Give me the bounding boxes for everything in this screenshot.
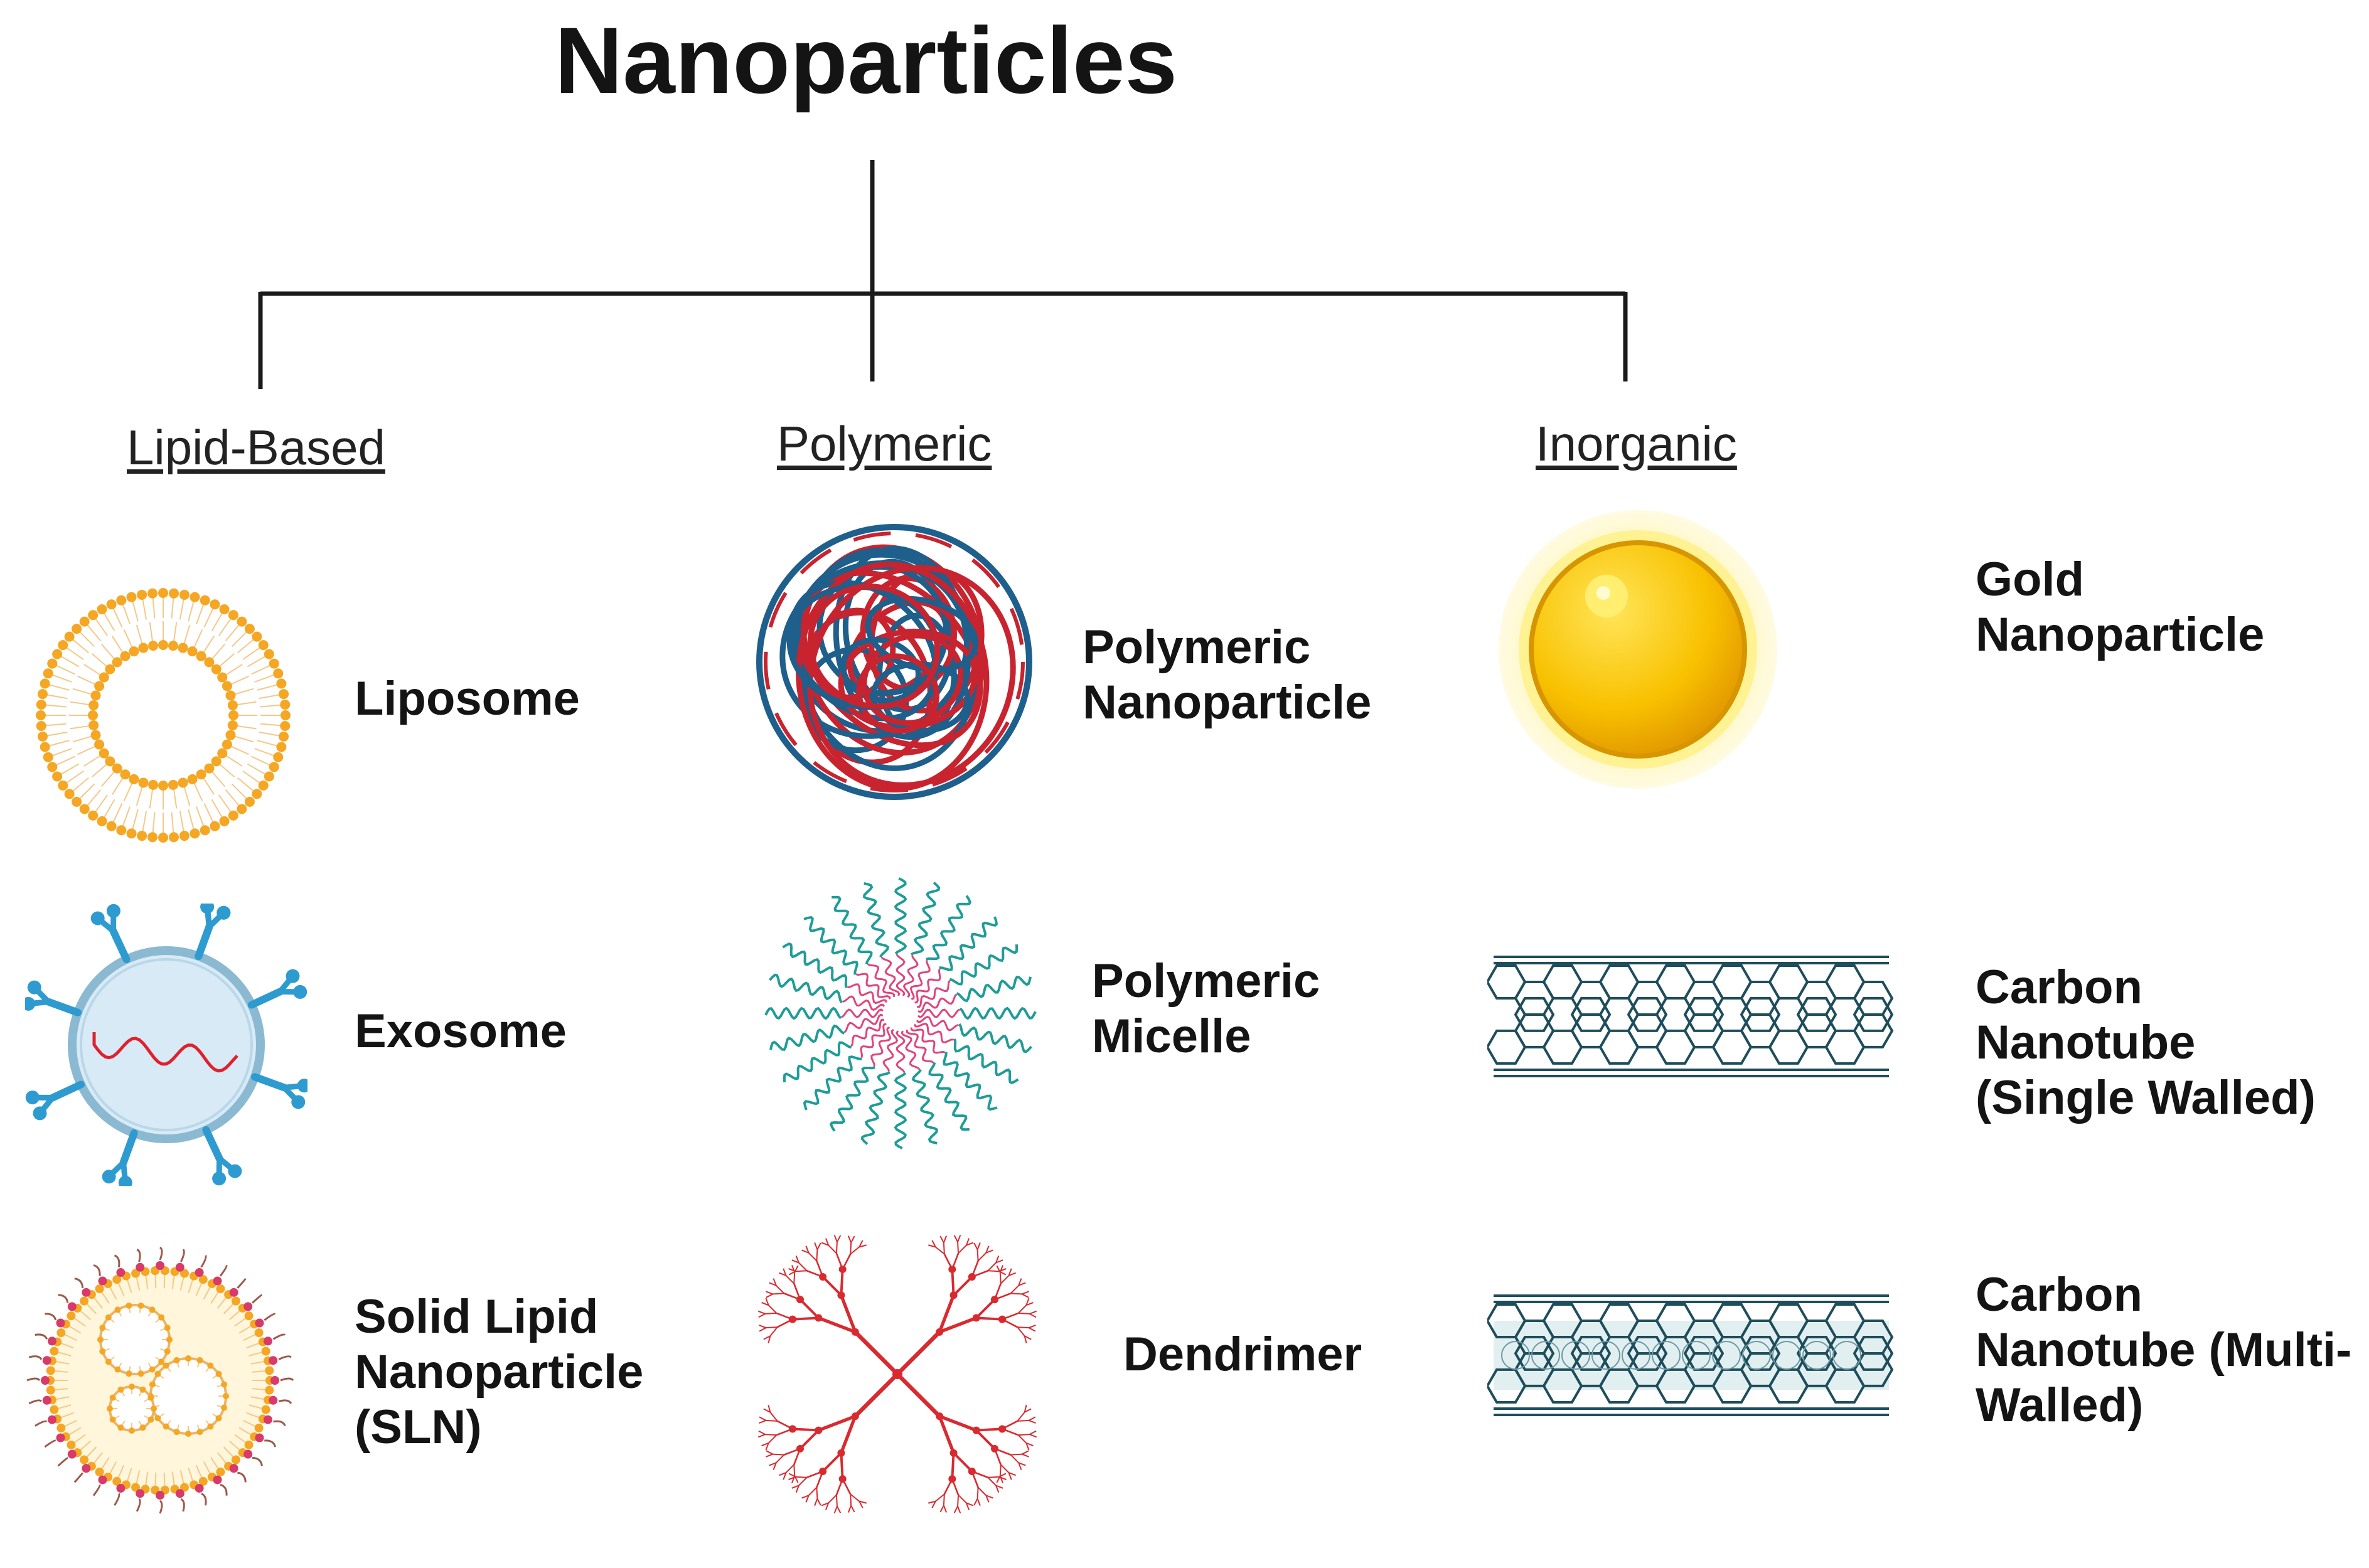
- carbon-nanotube-multi-icon: [1487, 1294, 1894, 1416]
- label-carbon-nanotube-multi: Carbon Nanotube (Multi- Walled): [1976, 1267, 2351, 1433]
- label-polymeric-micelle: Polymeric Micelle: [1092, 954, 1320, 1064]
- label-pnp-line-2: Nanoparticle: [1083, 676, 1372, 729]
- liposome-icon: [36, 588, 291, 843]
- label-gold-nanoparticle: Gold Nanoparticle: [1976, 552, 2264, 663]
- label-polymeric-nanoparticle: Polymeric Nanoparticle: [1083, 620, 1371, 730]
- category-inorganic: Inorganic: [1536, 416, 1737, 471]
- category-polymeric: Polymeric: [777, 416, 992, 471]
- diagram-title: Nanoparticles: [555, 8, 1177, 113]
- carbon-nanotube-single-icon: [1487, 956, 1894, 1077]
- label-liposome-line: Liposome: [355, 672, 580, 725]
- polymeric-micelle-icon: [764, 877, 1037, 1149]
- label-liposome: Liposome: [355, 671, 580, 727]
- polymeric-nanoparticle-icon: [756, 524, 1032, 800]
- label-gold-line-1: Gold: [1976, 553, 2085, 606]
- label-micelle-line-1: Polymeric: [1092, 954, 1320, 1008]
- label-exosome: Exosome: [355, 1004, 567, 1059]
- label-cnt2-line-1: Carbon: [1976, 1268, 2142, 1321]
- label-sln-line-3: (SLN): [355, 1400, 482, 1454]
- label-dendrimer-line: Dendrimer: [1123, 1328, 1362, 1381]
- label-micelle-line-2: Micelle: [1092, 1010, 1251, 1063]
- category-lipid-based: Lipid-Based: [127, 420, 385, 475]
- label-cnt1-line-1: Carbon: [1976, 961, 2142, 1014]
- gold-nanoparticle-icon: [1499, 510, 1777, 789]
- label-cnt1-line-2: Nanotube: [1976, 1016, 2196, 1069]
- label-pnp-line-1: Polymeric: [1083, 621, 1311, 674]
- label-sln-line-1: Solid Lipid: [355, 1290, 599, 1343]
- exosome-icon: [25, 904, 307, 1186]
- label-dendrimer: Dendrimer: [1123, 1327, 1362, 1382]
- dendrimer-icon: [757, 1234, 1037, 1514]
- label-sln: Solid Lipid Nanoparticle (SLN): [355, 1289, 643, 1455]
- label-gold-line-2: Nanoparticle: [1976, 608, 2265, 661]
- label-cnt2-line-2: Nanotube (Multi-: [1976, 1323, 2352, 1377]
- label-cnt2-line-3: Walled): [1976, 1379, 2144, 1432]
- label-carbon-nanotube-single: Carbon Nanotube (Single Walled): [1976, 960, 2316, 1126]
- solid-lipid-nanoparticle-icon: [26, 1246, 294, 1514]
- label-cnt1-line-3: (Single Walled): [1976, 1071, 2316, 1124]
- label-sln-line-2: Nanoparticle: [355, 1345, 644, 1399]
- label-exosome-line: Exosome: [355, 1005, 567, 1058]
